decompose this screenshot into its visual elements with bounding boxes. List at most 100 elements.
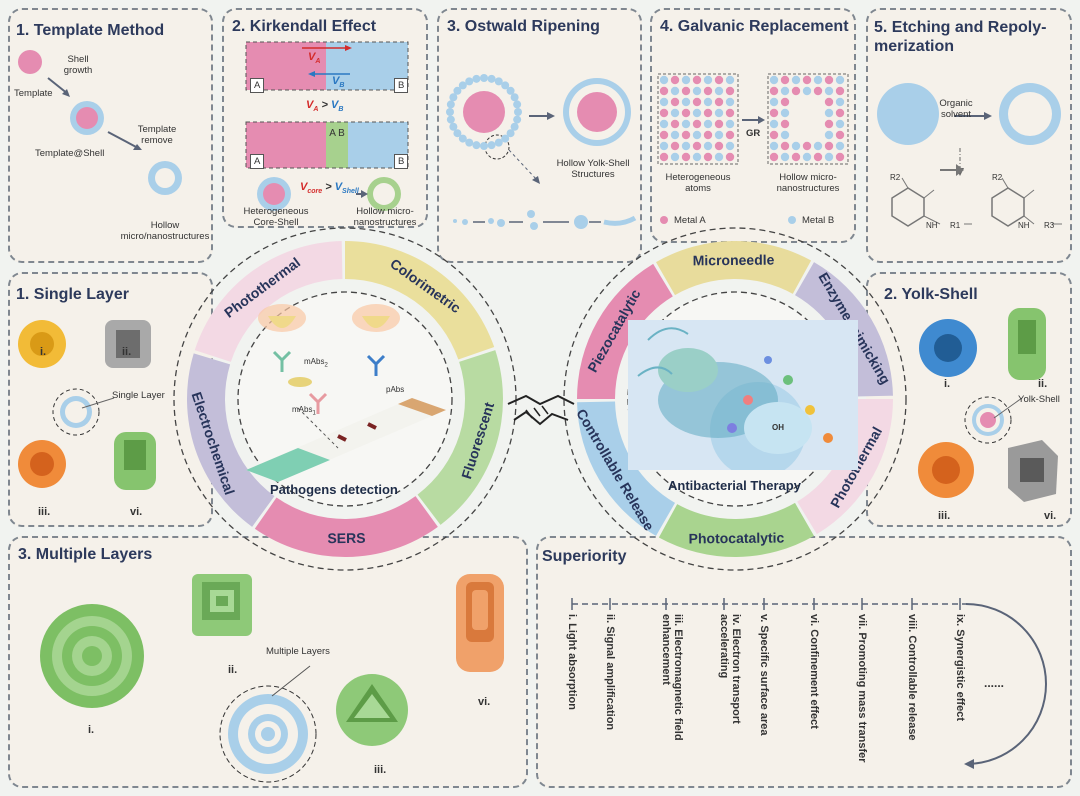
panel-title: 2. Kirkendall Effect (232, 18, 377, 35)
label-r2-right: R2 (992, 173, 1003, 182)
label-vi: vi. (478, 696, 491, 708)
superiority-item-1: i. Light absorption (566, 614, 578, 710)
etching-diagram (877, 83, 1062, 227)
mabs1-label: mAbs1 (292, 405, 316, 417)
ring-segment-colorimetric (345, 241, 495, 360)
label-template: Template (14, 88, 53, 99)
panel-ostwald: 3. Ostwald Ripening Hollow Yolk-Shell St… (437, 8, 642, 263)
box-label-ab: A B (329, 128, 345, 139)
mabs2-label: mAbs2 (304, 357, 328, 369)
panel-etching: 5. Etching and Repoly-merization Organic… (866, 8, 1072, 263)
label-nh-right: NH (1018, 221, 1030, 230)
label-hollow: Hollow micro-nanostructures (776, 172, 840, 194)
label-vi: vi. (130, 506, 143, 518)
va-label: VA (308, 51, 321, 66)
vcore-vshell-compare: Vcore > VShell (300, 181, 359, 196)
panel-title: 1. Single Layer (16, 286, 129, 303)
label-iii: iii. (938, 510, 951, 522)
ring-label-sers: SERS (327, 530, 365, 546)
label-ii: ii. (228, 664, 238, 676)
label-i: i. (88, 724, 95, 736)
box-label-b2: B (394, 154, 409, 169)
ring-segment-photothermal (194, 241, 343, 362)
label-hollow: Hollow micro-nanostructures (353, 206, 417, 228)
superiority-item-9: ix. Synergistic effect (954, 614, 966, 721)
panel-multiple-layers: 3. Multiple Layers Multiple Layers i. ii… (8, 536, 528, 788)
label-yolk-shell: Hollow Yolk-Shell Structures (556, 158, 630, 180)
ring-label-microneedle: Microneedle (693, 252, 775, 269)
label-i: i. (944, 378, 951, 390)
template-sphere (18, 50, 42, 74)
panel-title: 2. Yolk-Shell (884, 286, 978, 303)
panel-galvanic: 4. Galvanic Replacement GR Heterogeneous… (650, 8, 856, 243)
panel-template-method: 1. Template Method Shell growth Template… (8, 8, 213, 263)
label-hollow: Hollow micro/nanostructures (120, 220, 210, 242)
vb-label: VB (332, 75, 345, 90)
label-vi: vi. (1044, 510, 1057, 522)
panel-title: Superiority (542, 548, 627, 565)
label-shell-growth: Shell growth (63, 54, 93, 76)
label-r3: R3 (1044, 221, 1055, 230)
superiority-item-7: vii. Promoting mass transfer (856, 614, 868, 763)
ring-segment-piezocatalytic (577, 263, 673, 399)
ring-segment-photocatalytic (658, 502, 814, 557)
panel-title: 5. Etching and Repoly-merization (874, 19, 1047, 55)
ring-segment-fluorescent (417, 350, 504, 525)
ring-segment-microneedle (656, 241, 812, 296)
label-organic-solvent: Organic solvent (939, 98, 973, 120)
template-diagram (18, 50, 182, 195)
label-iii: iii. (374, 764, 387, 776)
label-gr: GR (746, 128, 761, 139)
superiority-item-6: vi. Confinement effect (808, 614, 820, 729)
center-label: Single Layer (112, 390, 165, 401)
box-label-a: A (250, 78, 265, 93)
va-vb-compare: VA > VB (306, 99, 344, 114)
superiority-item-8: viii. Controllable release (906, 614, 918, 741)
center-label: Yolk-Shell (1018, 394, 1060, 405)
superiority-item-3: iii. Electromagnetic field enhancement (660, 614, 684, 741)
center-label: Multiple Layers (266, 646, 330, 657)
oh-label: OH (772, 423, 784, 432)
ellipsis: ...... (984, 676, 1005, 690)
superiority-item-2: ii. Signal amplification (604, 614, 616, 731)
panel-superiority: Superiority i. Light absorption ii. Signa… (536, 536, 1072, 788)
handshake-icon (507, 394, 575, 426)
galvanic-diagram (657, 73, 849, 224)
box-label-b: B (394, 78, 409, 93)
ring-segment-sers (254, 496, 438, 558)
ring-label-photocatalytic: Photocatalytic (689, 529, 785, 546)
legend-metal-b: Metal B (802, 215, 835, 226)
antibacterial-therapy-title: Antibacterial Therapy (668, 478, 801, 493)
label-ii: ii. (122, 346, 132, 358)
ostwald-diagram (446, 74, 637, 230)
pathogens-detection-illustration (246, 304, 446, 482)
label-heterogeneous-atoms: Heterogeneous atoms (665, 172, 731, 194)
label-r1: R1 (950, 221, 961, 230)
antibacterial-illustration (628, 320, 858, 470)
label-heterogeneous: Heterogeneous Core-Shell (243, 206, 309, 228)
pabs-label: pAbs (386, 385, 405, 394)
pathogens-detection-title: Pathogens detection (270, 482, 398, 497)
yolk-shell-diagram (918, 308, 1058, 502)
superiority-item-4: iv. Electron transport accelerating (718, 614, 742, 724)
label-ii: ii. (1038, 378, 1048, 390)
superiority-item-5: v. Specific surface area (758, 614, 770, 736)
box-label-a2: A (250, 154, 265, 169)
panel-title: 3. Multiple Layers (18, 546, 153, 563)
panel-yolk-shell: 2. Yolk-Shell i. ii. Yolk-Shell iii. vi. (866, 272, 1072, 527)
ring-segment-controllable-release (577, 401, 675, 536)
label-i: i. (40, 346, 47, 358)
ring-segment-electrochemical (186, 353, 275, 527)
label-iii: iii. (38, 506, 51, 518)
panel-single-layer: 1. Single Layer i. ii. Single Layer iii.… (8, 272, 213, 527)
label-nh-left: NH (926, 221, 938, 230)
panel-title: 3. Ostwald Ripening (447, 18, 600, 35)
legend-metal-a: Metal A (674, 215, 706, 226)
panel-title: 1. Template Method (16, 22, 165, 39)
single-layer-diagram (18, 320, 156, 490)
label-r2-left: R2 (890, 173, 901, 182)
panel-title: 4. Galvanic Replacement (660, 18, 849, 35)
label-template-remove: Template remove (137, 124, 177, 146)
label-template-shell: Template@Shell (35, 148, 105, 159)
